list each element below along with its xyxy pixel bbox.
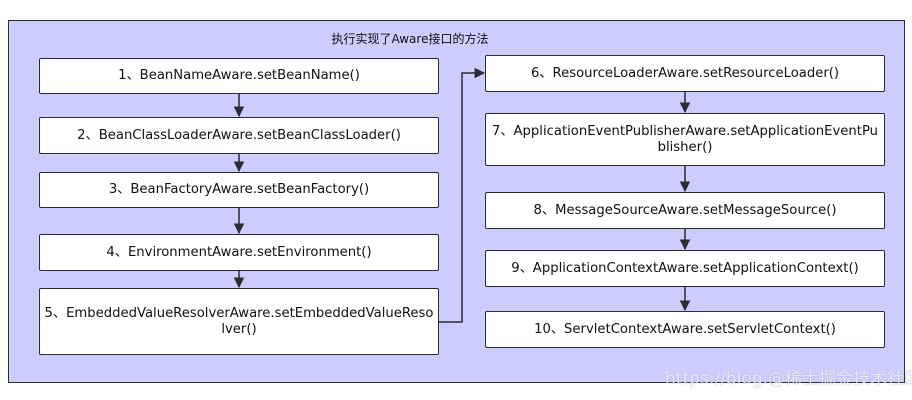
step-box-3: 3、BeanFactoryAware.setBeanFactory() [39,172,439,208]
watermark-text: https://blog.@稀土掘金技术社区 [665,369,912,389]
step-box-10: 10、ServletContextAware.setServletContext… [485,311,885,348]
step-box-4: 4、EnvironmentAware.setEnvironment() [39,234,439,271]
diagram-title: 执行实现了Aware接口的方法 [331,32,489,46]
step-box-7: 7、ApplicationEventPublisherAware.setAppl… [485,113,885,166]
step-box-5: 5、EmbeddedValueResolverAware.setEmbedded… [39,288,439,355]
step-box-2: 2、BeanClassLoaderAware.setBeanClassLoade… [39,117,439,154]
step-box-8: 8、MessageSourceAware.setMessageSource() [485,192,885,229]
arrow-5-to-6 [439,67,486,323]
step-box-1: 1、BeanNameAware.setBeanName() [39,58,439,94]
step-box-9: 9、ApplicationContextAware.setApplication… [485,250,885,287]
step-box-6: 6、ResourceLoaderAware.setResourceLoader(… [485,55,885,92]
